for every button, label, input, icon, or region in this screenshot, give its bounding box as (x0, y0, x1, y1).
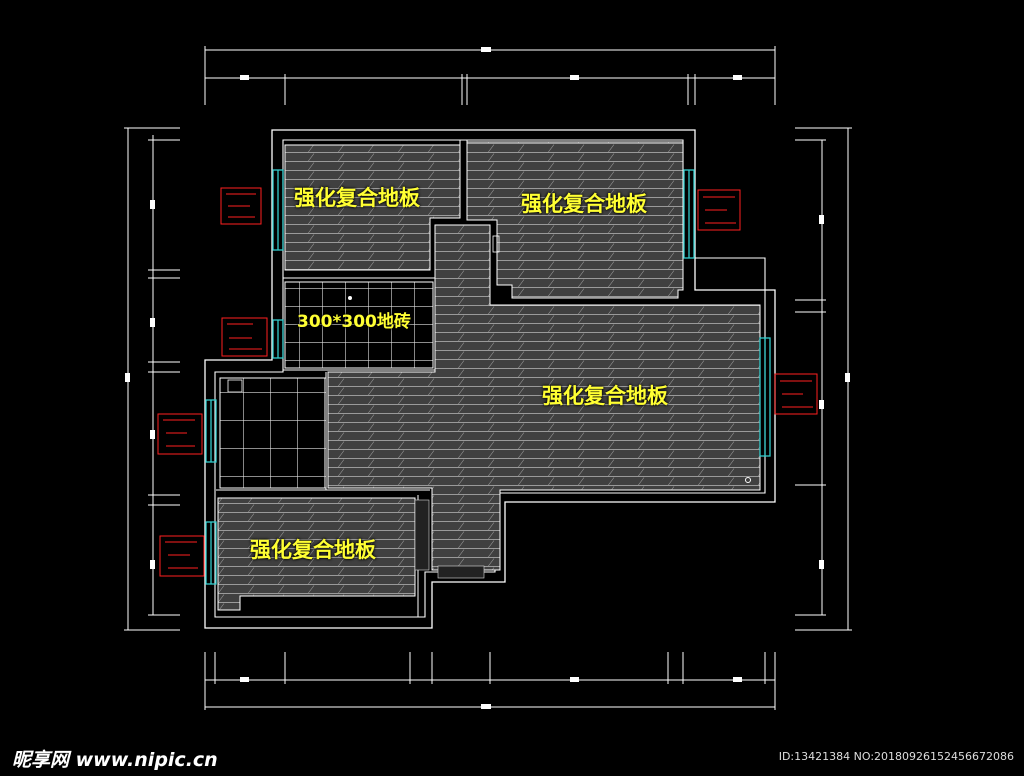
dimension-ticks (125, 47, 850, 709)
room-label-bathroom-tile: 300*300地砖 (297, 312, 411, 332)
floor-tile-area (219, 377, 327, 489)
floor-bathroom-tile (284, 281, 434, 369)
floor-bedroom-bottom-left (217, 497, 416, 611)
wall-notch (492, 235, 500, 253)
watermark-logo: 昵享网 www.nipic.cn (12, 749, 218, 771)
floor-drain-marker (348, 296, 352, 300)
window-tags (157, 187, 818, 577)
door-threshold (414, 499, 430, 571)
outer-wall (204, 129, 776, 629)
watermark-id: ID:13421384 NO:20180926152456672086 (778, 750, 1014, 763)
door-threshold-bottom (437, 565, 485, 579)
floor-living-room (327, 224, 761, 571)
wall-notch-2 (227, 379, 243, 393)
windows (205, 169, 771, 585)
floor-bedroom-top-right (466, 141, 684, 299)
corner-marker (745, 477, 751, 483)
room-label-living-room: 强化复合地板 (542, 384, 668, 408)
room-label-bedroom-bottom-left: 强化复合地板 (250, 538, 376, 562)
room-label-bedroom-top-right: 强化复合地板 (521, 192, 647, 216)
room-label-bedroom-top-left: 强化复合地板 (294, 186, 420, 210)
